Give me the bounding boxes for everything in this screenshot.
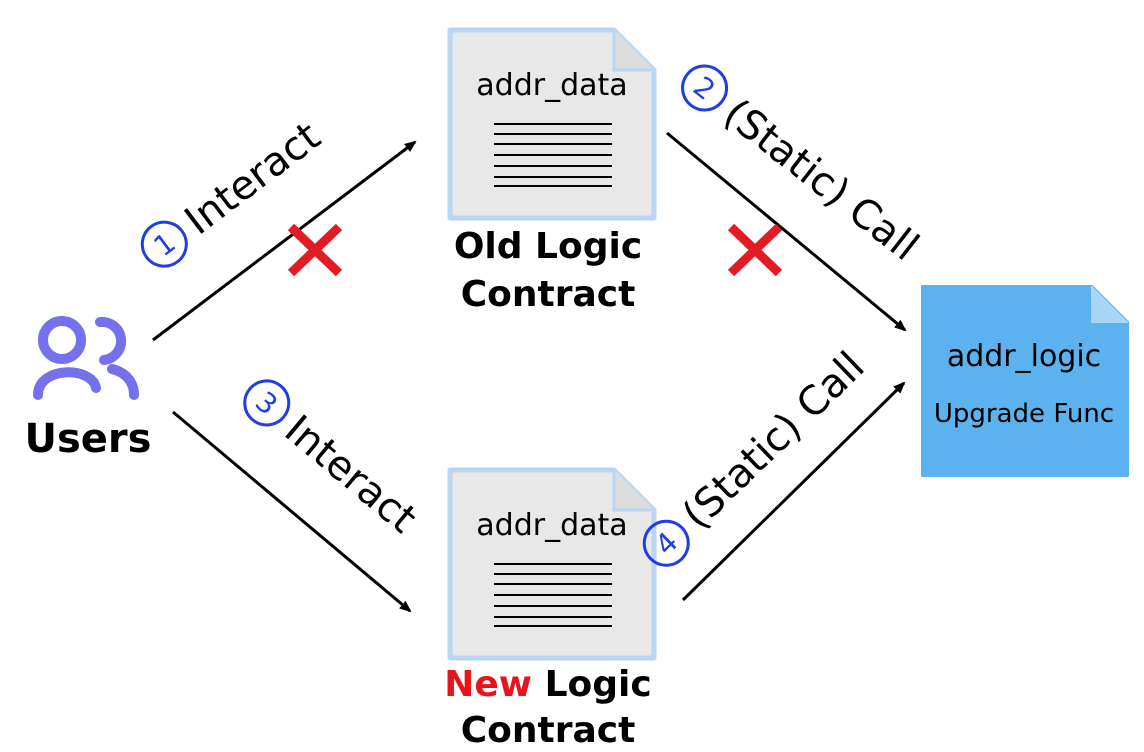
- edge-interact-new-arrow: [172, 410, 412, 613]
- step-4-badge: [642, 519, 690, 567]
- new-contract-caption-line1: New Logic: [444, 664, 651, 705]
- new-contract-caption-rest: Logic: [532, 664, 652, 705]
- new-contract-dogear: [612, 470, 654, 512]
- edge-interact-old-arrow: [152, 140, 417, 342]
- edge-call-old: 2 (Static) Call: [666, 64, 927, 332]
- old-contract-caption-line2: Contract: [461, 274, 636, 315]
- step-2-badge: [681, 64, 729, 112]
- logic-contract-node: addr_logic Upgrade Func: [921, 285, 1129, 477]
- new-contract-node: addr_data New Logic Contract: [444, 467, 657, 751]
- edge-call-new-arrow: [681, 381, 906, 602]
- old-contract-node: addr_data Old Logic Contract: [447, 27, 657, 315]
- logic-contract-sublabel: Upgrade Func: [934, 399, 1114, 429]
- cross-icon: [287, 223, 343, 277]
- edge-interact-new: 3 Interact: [172, 379, 425, 613]
- new-contract-text-lines: [494, 563, 612, 627]
- old-contract-text-lines: [494, 123, 612, 187]
- edge-interact-old: 1 Interact: [140, 113, 417, 342]
- users-node: Users: [25, 316, 152, 462]
- users-icon: [33, 316, 139, 400]
- users-label: Users: [25, 416, 152, 462]
- cross-icon: [727, 223, 783, 277]
- old-contract-dogear: [612, 30, 654, 72]
- step-1-number: 1: [148, 226, 182, 263]
- old-contract-doc-label: addr_data: [476, 68, 627, 103]
- old-contract-caption-line1: Old Logic: [454, 226, 642, 267]
- edge-call-new: 4 (Static) Call: [642, 343, 906, 602]
- new-contract-doc-label: addr_data: [476, 508, 627, 543]
- step-1-badge: [140, 220, 188, 268]
- step-3-number: 3: [249, 385, 284, 422]
- new-contract-caption-line2: Contract: [461, 710, 636, 751]
- logic-contract-label: addr_logic: [947, 339, 1101, 374]
- logic-contract-dogear: [1091, 286, 1128, 323]
- edge-interact-new-label: Interact: [276, 407, 425, 543]
- step-3-badge: [243, 379, 291, 427]
- logic-contract-document-icon: [921, 285, 1129, 477]
- step-2-number: 2: [687, 70, 721, 107]
- new-contract-caption-highlight: New: [444, 664, 532, 705]
- edge-call-old-arrow: [666, 131, 907, 332]
